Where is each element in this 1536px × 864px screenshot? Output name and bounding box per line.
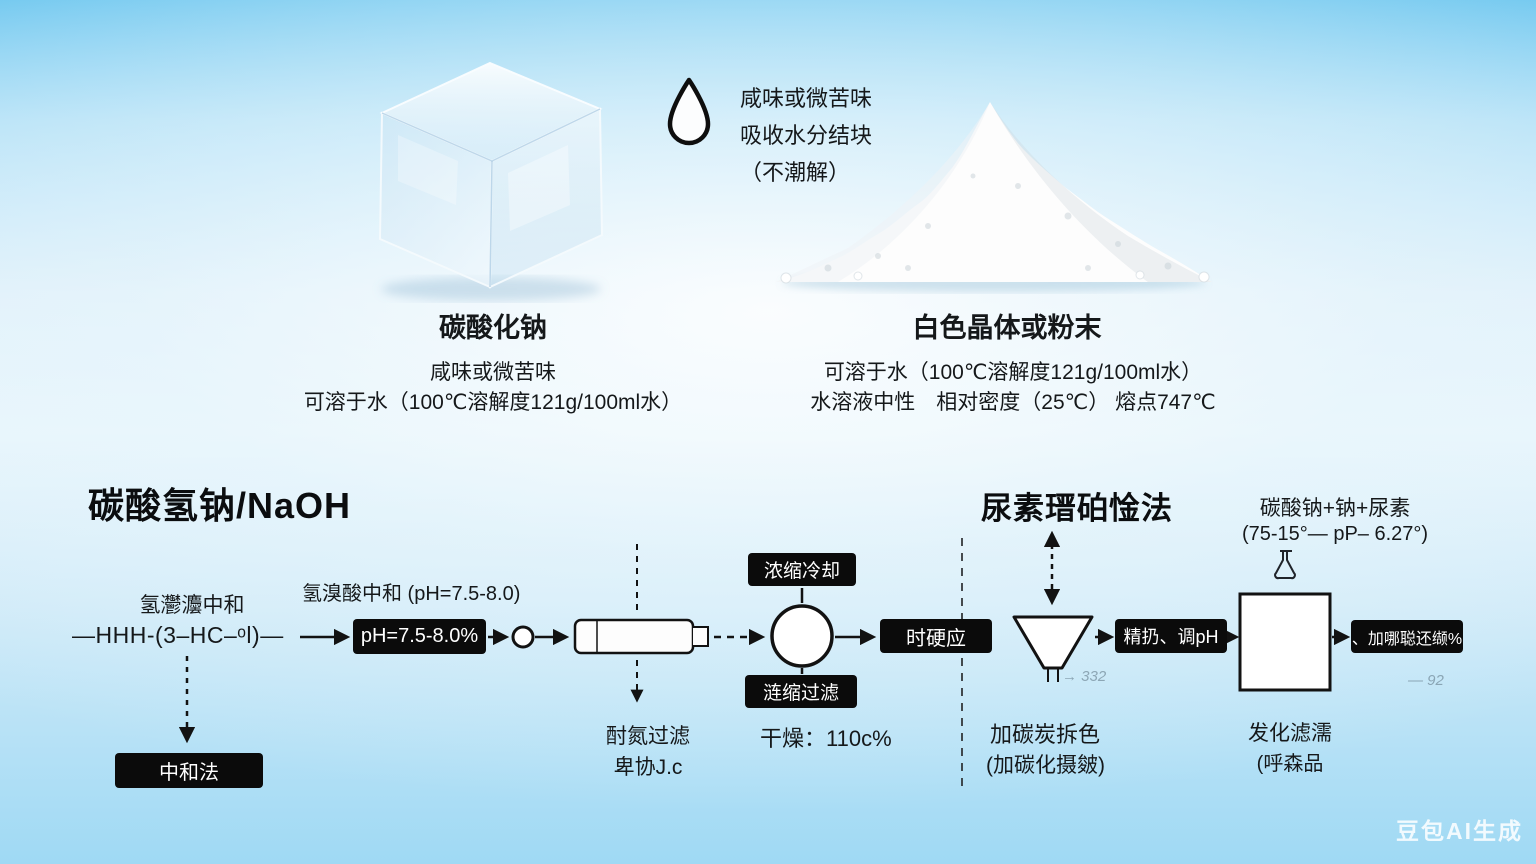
filter-note-line2: 卑协J.c <box>613 756 683 779</box>
process-circle <box>770 604 834 668</box>
tube-tip <box>693 626 709 647</box>
left-item-desc2: 可溶于水（100℃溶解度121g/100ml水） <box>303 391 683 414</box>
formula-text: —HHH-(3–HC–ᵒl)— <box>72 622 284 648</box>
right-item-title: 白色晶体或粉末 <box>912 313 1102 343</box>
vessel-rect <box>1238 592 1332 692</box>
droplet-note-line3: （不潮解） <box>740 160 851 185</box>
right-section-heading: 尿素瑨砶惍法 <box>981 491 1173 526</box>
small-node-circle <box>511 625 535 649</box>
water-droplet-icon <box>667 77 711 146</box>
funnel-shape <box>1012 615 1094 670</box>
left-item-desc1: 咸味或微苦味 <box>430 361 556 384</box>
refine-box: 精扔、调pH <box>1115 619 1227 653</box>
left-section-heading: 碳酸氢钠/NaOH <box>88 485 352 526</box>
droplet-note-line2: 吸收水分结块 <box>740 123 873 148</box>
right-item-desc1: 可溶于水（100℃溶解度121g/100ml水） <box>823 361 1203 384</box>
crystal-cube-illustration <box>378 61 604 301</box>
right-item-desc2: 水溶液中性 相对密度（25℃） 熔点747℃ <box>810 391 1216 414</box>
droplet-note: 咸味或微苦味 吸收水分结块 （不潮解） <box>740 80 970 191</box>
vessel-note-line2: (呼森品 <box>1256 753 1324 775</box>
vessel-note-line1: 发化滤濡 <box>1248 722 1332 745</box>
reagent-note-line2: (75-15°— pP– 6.27°) <box>1241 523 1429 545</box>
acid-neutralize-label: 氢溴酸中和 (pH=7.5-8.0) <box>302 583 521 605</box>
faint-annotation-funnel: → 332 <box>1062 668 1107 685</box>
funnel-note-line2: (加碳化摄皴) <box>986 754 1105 777</box>
ph-box: pH=7.5-8.0% <box>353 619 486 654</box>
flask-icon <box>1274 550 1296 580</box>
neutral-method-box: 中和法 <box>115 753 263 788</box>
funnel-stem <box>1047 668 1059 682</box>
filter-note-line1: 酎氮过滤 <box>606 725 690 748</box>
droplet-note-line1: 咸味或微苦味 <box>740 86 873 111</box>
funnel-note-line1: 加碳炭拆色 <box>990 722 1101 747</box>
condense-cool-box: 浓缩冷却 <box>748 553 856 586</box>
left-item-title: 碳酸化钠 <box>439 313 547 343</box>
reaction-box: 时硬应 <box>880 619 992 653</box>
final-box: 、加哪聪还缬% <box>1351 620 1463 653</box>
dry-label: 干燥：110c% <box>760 726 892 751</box>
condense-filter-box: 涟缩过滤 <box>745 675 857 708</box>
powder-pile-illustration <box>776 102 1212 292</box>
faint-annotation-vessel: — 92 <box>1408 672 1444 689</box>
reagent-note-line1: 碳酸钠+钠+尿素 <box>1259 497 1411 520</box>
ai-watermark: 豆包AI生成 <box>1396 818 1523 844</box>
tube-shape <box>573 618 695 655</box>
neutralize-label: 氢灪灋中和 <box>139 594 245 617</box>
